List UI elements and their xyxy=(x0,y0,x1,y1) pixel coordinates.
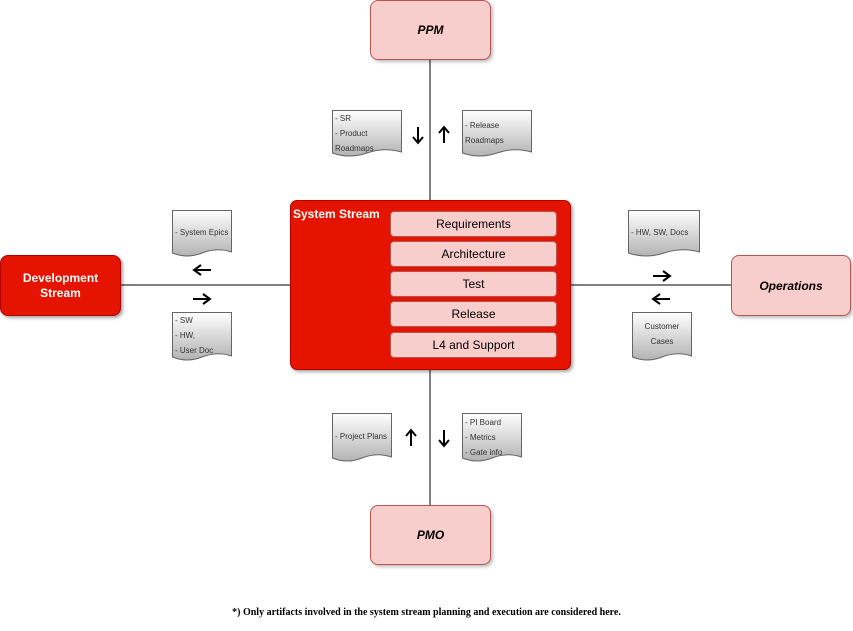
system-stream-title: System Stream xyxy=(293,207,380,221)
artifact-pmo-down: - PI Board - Metrics - Gate info xyxy=(462,413,522,463)
artifact-ppm-down-line3: Roadmaps xyxy=(335,144,374,153)
artifact-dev-out-line2: - HW, xyxy=(175,331,195,340)
arrow-right-icon xyxy=(193,293,212,305)
development-label-line1: Development xyxy=(22,270,99,285)
arrow-down-icon xyxy=(412,127,424,145)
artifact-dev-in-line1: - System Epics xyxy=(175,228,229,237)
footnote: *) Only artifacts involved in the system… xyxy=(232,607,621,618)
artifact-ops-in: Customer Cases xyxy=(632,312,692,362)
artifact-pmo-down-line1: - PI Board xyxy=(465,418,502,427)
development-label-line2: Stream xyxy=(40,285,81,300)
artifact-dev-out-line1: - SW xyxy=(175,316,193,325)
system-item-release[interactable]: Release xyxy=(390,301,557,327)
artifact-ppm-down: - SR - Product Roadmaps xyxy=(332,110,402,158)
artifact-ops-in-line1: Customer xyxy=(644,322,680,331)
artifact-ops-out: - HW, SW, Docs xyxy=(628,210,700,258)
arrow-left-icon xyxy=(192,264,211,276)
arrow-down-icon xyxy=(438,430,450,448)
artifact-ppm-down-line1: - SR xyxy=(335,114,351,123)
artifact-dev-in: - System Epics xyxy=(172,210,232,258)
ppm-label: PPM xyxy=(417,23,444,37)
system-item-test[interactable]: Test xyxy=(390,271,557,297)
artifact-dev-out: - SW - HW, - User Doc xyxy=(172,312,232,362)
artifact-ppm-down-line2: - Product xyxy=(335,129,368,138)
arrow-left-icon xyxy=(651,293,670,305)
artifact-pmo-up: - Project Plans xyxy=(332,413,392,463)
artifact-ops-in-line2: Cases xyxy=(650,337,674,346)
pmo-label: PMO xyxy=(416,528,445,542)
artifact-pmo-down-line2: - Metrics xyxy=(465,433,496,442)
pmo-node[interactable]: PMO xyxy=(370,505,491,565)
artifact-pmo-down-line3: - Gate info xyxy=(465,448,503,457)
artifact-ppm-up-line2: Roadmaps xyxy=(465,136,504,145)
system-item-l4-support[interactable]: L4 and Support xyxy=(390,332,557,358)
operations-node[interactable]: Operations xyxy=(731,255,851,316)
artifact-pmo-up-line1: - Project Plans xyxy=(335,432,388,441)
arrow-up-icon xyxy=(405,428,417,446)
system-item-architecture[interactable]: Architecture xyxy=(390,241,557,267)
operations-label: Operations xyxy=(759,278,823,293)
system-stream-container[interactable]: System Stream Requirements Architecture … xyxy=(290,200,571,370)
arrow-up-icon xyxy=(438,125,450,143)
artifact-dev-out-line3: - User Doc xyxy=(175,346,214,355)
ppm-node[interactable]: PPM xyxy=(370,0,491,60)
system-item-requirements[interactable]: Requirements xyxy=(390,211,557,237)
arrow-right-icon xyxy=(653,270,672,282)
artifact-ppm-up-line1: - Release xyxy=(465,121,500,130)
artifact-ops-out-line1: - HW, SW, Docs xyxy=(631,228,689,237)
development-stream-node[interactable]: Development Stream xyxy=(0,255,121,316)
artifact-ppm-up: - Release Roadmaps xyxy=(462,110,532,158)
